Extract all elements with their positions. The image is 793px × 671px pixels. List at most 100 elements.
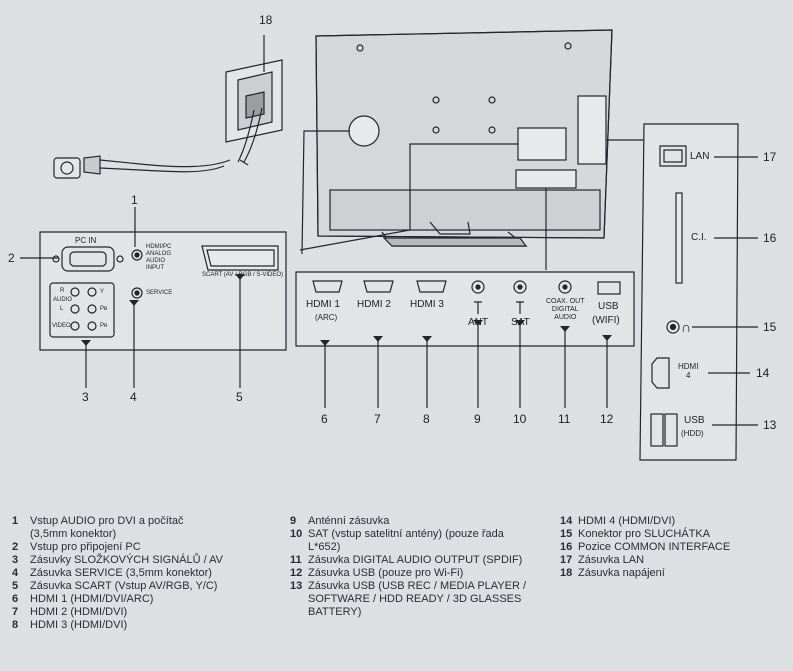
legend-number: 1 [12,515,19,527]
legend-text: HDMI 1 (HDMI/DVI/ARC) [30,593,154,605]
callout-1: 1 [131,193,138,207]
legend-item: 1 Vstup AUDIO pro DVI a počítač (3,5mm ko… [12,515,262,541]
legend-item: 18 Zásuvka napájení [560,567,785,580]
legend-text: HDMI 3 (HDMI/DVI) [30,619,128,631]
legend-text: Vstup AUDIO pro DVI a počítač (3,5mm kon… [30,515,184,540]
rca-pb-label: Pʙ [100,306,108,312]
legend-item: 14 HDMI 4 (HDMI/DVI) [560,515,785,528]
hdmi3-label: HDMI 3 [410,299,444,310]
legend-item: 11 Zásuvka DIGITAL AUDIO OUTPUT (SPDIF) [290,554,550,567]
legend-text: Zásuvka USB (USB REC / MEDIA PLAYER / SO… [308,580,527,618]
hdmi4-label: HDMI 4 [678,362,699,380]
usb-wifi-sub-label: (WIFI) [592,315,620,326]
legend-number: 8 [12,619,19,631]
legend-text: Zásuvka SCART (Vstup AV/RGB, Y/C) [30,580,218,592]
legend-text: Zásuvky SLOŽKOVÝCH SIGNÁLŮ / AV [30,554,223,566]
side-connector-panel [639,123,739,461]
legend-item: 6 HDMI 1 (HDMI/DVI/ARC) [12,593,262,606]
legend-number: 16 [560,541,573,553]
callout-15: 15 [763,320,777,334]
service-label: SERVICE [146,290,173,296]
headphone-icon: ∩ [681,319,692,335]
legend-number: 9 [290,515,297,527]
ci-label: C.I. [691,232,707,243]
callout-2: 2 [8,251,15,265]
callout-14: 14 [756,366,770,380]
legend-item: 2 Vstup pro připojení PC [12,541,262,554]
hdmi2-label: HDMI 2 [357,299,391,310]
callout-9: 9 [474,412,481,426]
legend-number: 11 [290,554,302,566]
legend-number: 3 [12,554,19,566]
legend-text: HDMI 4 (HDMI/DVI) [578,515,676,527]
legend-column-3: 14 HDMI 4 (HDMI/DVI) 15 Konektor pro SLUCHÁ… [560,515,785,580]
bottom-connector-panel [295,271,635,347]
lan-label: LAN [690,151,710,162]
tv-rear [315,29,613,247]
usb-hdd-sub-label: (HDD) [681,429,704,438]
hdmi-pc-audio-label: HDMI/PC ANALOG AUDIO INPUT [146,244,172,271]
callout-16: 16 [763,231,777,245]
callout-7: 7 [374,412,381,426]
legend-number: 18 [560,567,573,579]
callout-13: 13 [763,418,777,432]
callout-17: 17 [763,150,777,164]
legend-item: 10 SAT (vstup satelitní antény) (pouze řa… [290,528,550,554]
sat-label: SAT [511,317,530,328]
callout-4: 4 [130,390,137,404]
legend-number: 12 [290,567,303,579]
legend-item: 5 Zásuvka SCART (Vstup AV/RGB, Y/C) [12,580,262,593]
legend-number: 15 [560,528,573,540]
callout-18: 18 [259,13,273,27]
hdmi1-label: HDMI 1 [306,299,340,310]
legend-text: Konektor pro SLUCHÁTKA [578,528,711,540]
coax-digital-audio-label: COAX. OUT DIGITAL AUDIO [546,298,585,321]
ant-label: ANT [468,317,488,328]
legend-item: 4 Zásuvka SERVICE (3,5mm konektor) [12,567,262,580]
legend-number: 17 [560,554,573,566]
legend-number: 4 [12,567,19,579]
legend-number: 10 [290,528,303,540]
legend-number: 7 [12,606,19,618]
legend-text: Pozice COMMON INTERFACE [578,541,731,553]
legend-item: 3 Zásuvky SLOŽKOVÝCH SIGNÁLŮ / AV [12,554,262,567]
legend-number: 13 [290,580,303,592]
legend-text: Vstup pro připojení PC [30,541,141,553]
callout-3: 3 [82,390,89,404]
callout-11: 11 [558,412,571,426]
legend-text: Zásuvka SERVICE (3,5mm konektor) [30,567,212,579]
scart-label: SCART (AV / RGB / S-VIDEO) [202,272,284,278]
rca-r-label: R [60,288,65,294]
usb-wifi-label: USB [598,301,619,312]
legend-number: 14 [560,515,573,527]
hdmi1-arc-label: (ARC) [315,313,338,322]
callout-5: 5 [236,390,243,404]
legend-text: SAT (vstup satelitní antény) (pouze řada… [308,528,504,553]
rca-y-label: Y [100,289,105,295]
legend-text: Zásuvka USB (pouze pro Wi-Fi) [308,567,464,579]
legend-item: 16 Pozice COMMON INTERFACE [560,541,785,554]
legend-number: 5 [12,580,19,592]
legend-item: 12 Zásuvka USB (pouze pro Wi-Fi) [290,567,550,580]
rca-video-label: VIDEO [52,323,71,329]
legend-text: Zásuvka DIGITAL AUDIO OUTPUT (SPDIF) [308,554,523,566]
callout-6: 6 [321,412,328,426]
rca-pr-label: Pʀ [100,323,108,329]
legend-number: 2 [12,541,19,553]
legend-item: 13 Zásuvka USB (USB REC / MEDIA PLAYER / … [290,580,550,619]
callout-10: 10 [513,412,527,426]
callout-8: 8 [423,412,430,426]
pc-in-label: PC IN [75,236,97,245]
legend-item: 8 HDMI 3 (HDMI/DVI) [12,619,262,632]
legend-column-1: 1 Vstup AUDIO pro DVI a počítač (3,5mm ko… [12,515,262,632]
legend-number: 6 [12,593,19,605]
rca-audio-label: AUDIO [53,297,73,303]
legend-text: HDMI 2 (HDMI/DVI) [30,606,128,618]
power-socket-drawing [53,59,283,179]
left-connector-panel [39,231,287,351]
legend-text: Zásuvka napájení [578,567,665,579]
